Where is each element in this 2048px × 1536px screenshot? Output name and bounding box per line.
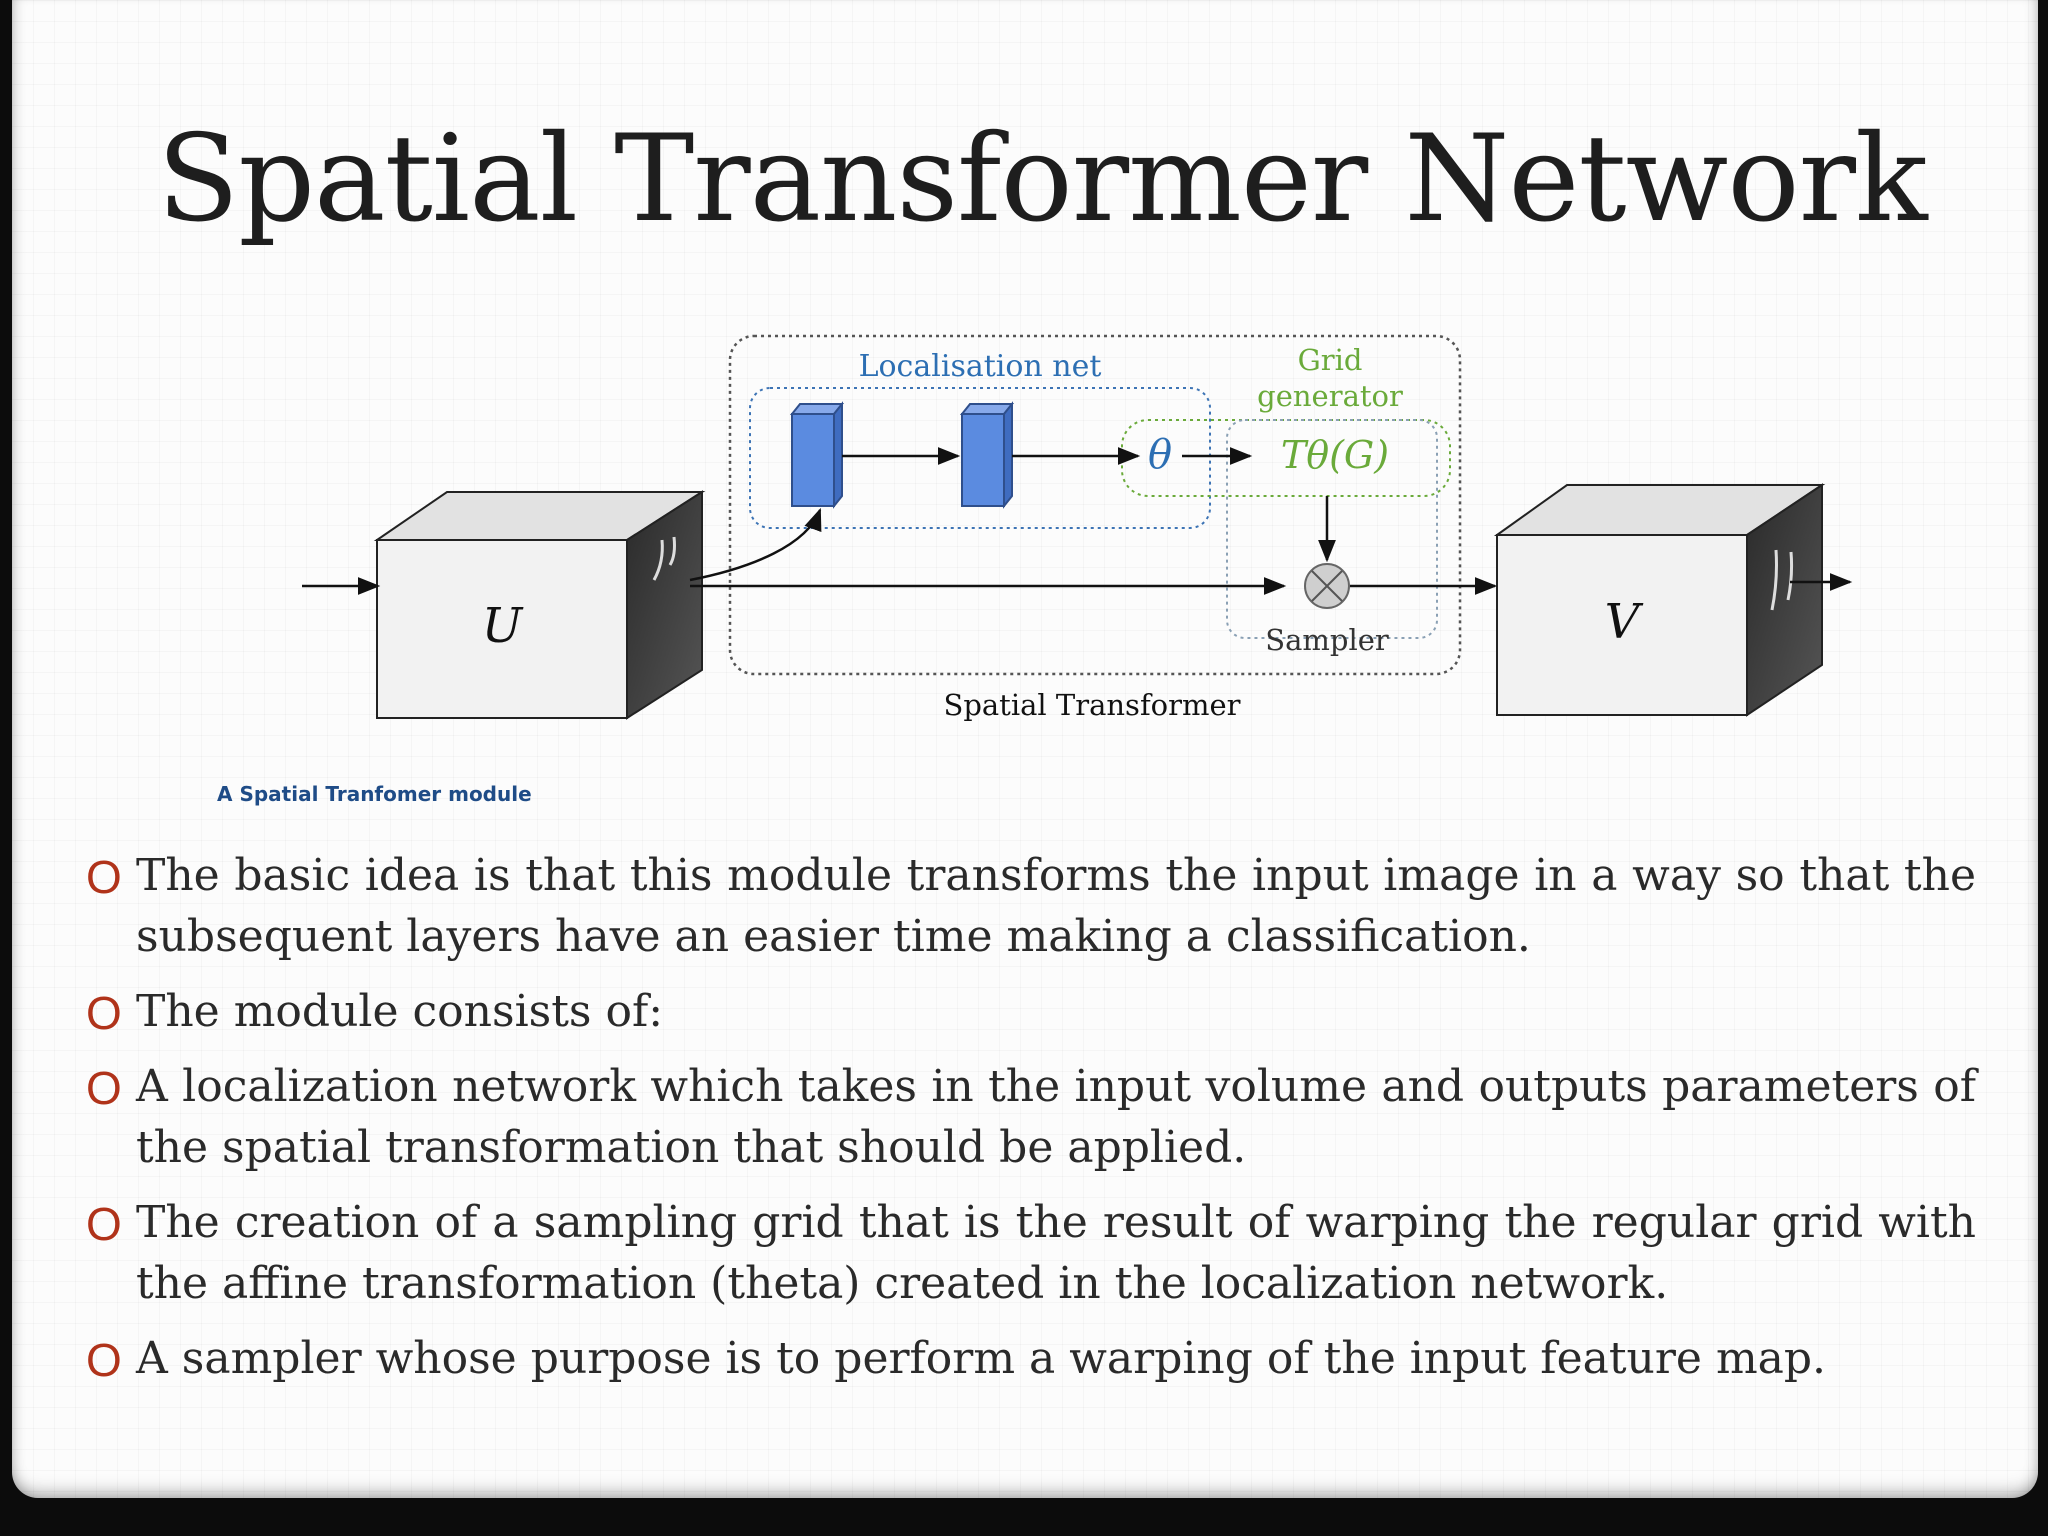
bullet-marker: O — [86, 1334, 122, 1386]
bullet-text: A sampler whose purpose is to perform a … — [136, 1333, 1827, 1384]
bullet-text: A localization network which takes in th… — [136, 1061, 1976, 1173]
transform-label: Tθ(G) — [1281, 433, 1389, 477]
sampler-box — [1226, 419, 1438, 639]
sampler-label: Sampler — [1265, 623, 1389, 657]
spatial-transformer-diagram: Localisation net Grid generator Sampler … — [302, 320, 1872, 740]
figure-caption: A Spatial Tranfomer module — [217, 782, 532, 806]
bullet-item: O The module consists of: — [86, 981, 1976, 1042]
slide-title: Spatial Transformer Network — [157, 110, 1928, 249]
bullet-text: The module consists of: — [136, 986, 664, 1037]
bullet-item: O A localization network which takes in … — [86, 1056, 1976, 1178]
bullet-item: O The basic idea is that this module tra… — [86, 845, 1976, 967]
output-cube-v: V — [1493, 483, 1826, 717]
bullet-text: The basic idea is that this module trans… — [136, 850, 1976, 962]
generator-label: generator — [1257, 379, 1403, 413]
bullet-text: The creation of a sampling grid that is … — [136, 1197, 1976, 1309]
input-cube-u: U — [373, 490, 706, 720]
spatial-transformer-label: Spatial Transformer — [943, 688, 1240, 722]
localisation-net-box — [749, 387, 1211, 529]
spatial-transformer-box — [728, 334, 1462, 676]
input-label-u: U — [482, 598, 524, 654]
localisation-net-label: Localisation net — [859, 349, 1102, 384]
output-label-v: V — [1605, 594, 1644, 650]
sampler-node — [1304, 563, 1350, 609]
bullet-marker: O — [86, 1062, 122, 1114]
bullet-item: O The creation of a sampling grid that i… — [86, 1192, 1976, 1314]
bullet-item: O A sampler whose purpose is to perform … — [86, 1328, 1976, 1389]
bullet-marker: O — [86, 987, 122, 1039]
bullet-marker: O — [86, 851, 122, 903]
conv-block-1 — [789, 401, 845, 509]
slide: Spatial Transformer Network Localisation… — [12, 0, 2038, 1498]
bullet-marker: O — [86, 1198, 122, 1250]
theta-symbol: θ — [1148, 432, 1172, 478]
conv-block-2 — [959, 401, 1015, 509]
grid-label: Grid — [1298, 343, 1363, 377]
bullet-list: O The basic idea is that this module tra… — [86, 845, 1976, 1403]
